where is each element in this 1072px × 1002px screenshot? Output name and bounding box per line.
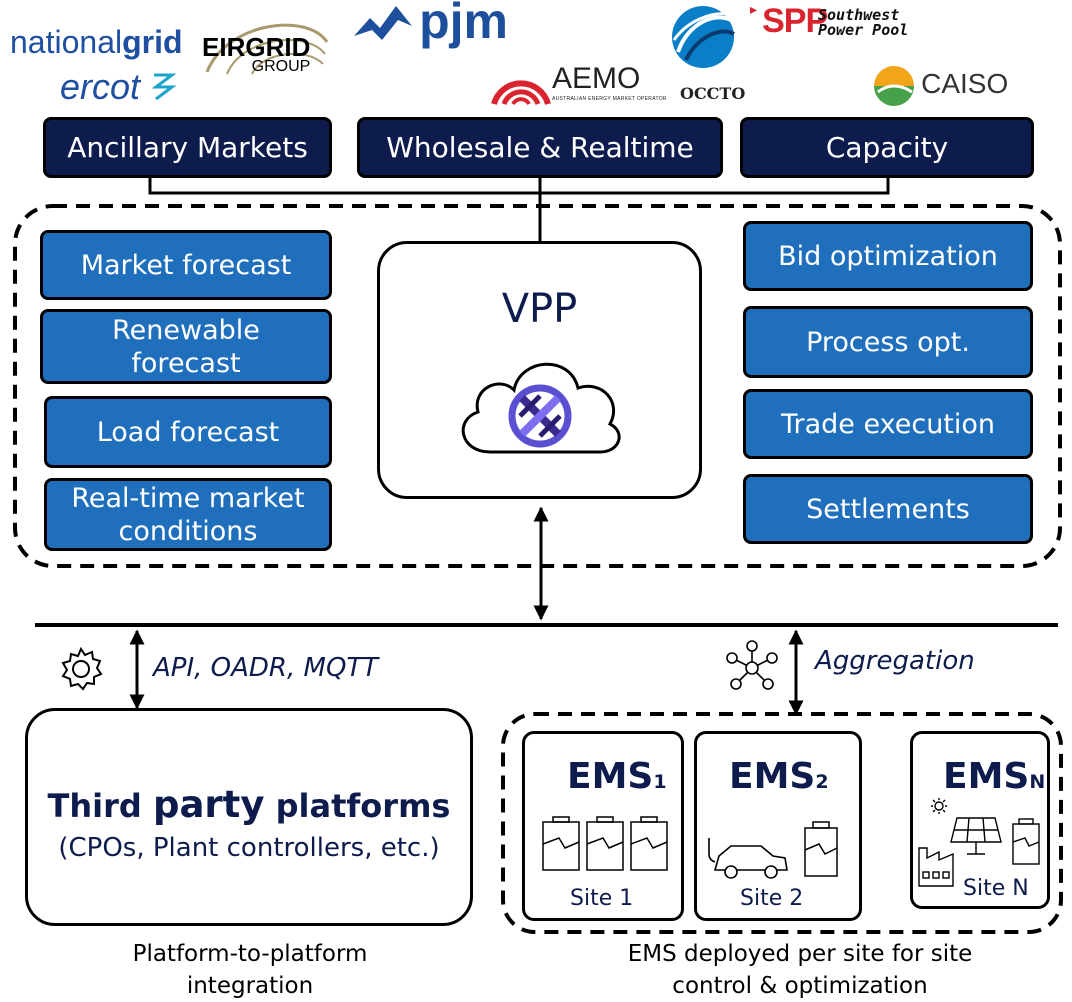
nationalgrid-logo: nationalgrid: [10, 24, 183, 60]
network-icon: [726, 640, 778, 690]
vpp-label: VPP: [501, 286, 578, 332]
occto-globe-icon: [672, 6, 736, 68]
box-bid-optimization: Bid optimization: [743, 221, 1033, 291]
pjm-logo: pjm: [352, 0, 508, 50]
third-party-title: Third party platforms: [47, 783, 451, 826]
box-settlements: Settlements: [743, 474, 1033, 544]
factory-icon: [918, 847, 954, 887]
eirgrid-logo: EIRGRID GROUP: [202, 23, 329, 75]
ems-box-1: EMS1 Site 1: [522, 731, 684, 921]
gear-icon: [61, 646, 103, 691]
market-box-wholesale: Wholesale & Realtime: [357, 117, 723, 178]
box-process-opt: Process opt.: [743, 306, 1033, 378]
eirgrid-arc-icon: [205, 23, 329, 75]
occto-logo: OCCTO: [668, 2, 745, 103]
vpp-brand-icon: [508, 384, 572, 448]
solar-panel-icon: [918, 798, 1040, 887]
ercot-bolt-icon: [151, 73, 177, 101]
ems-2-site: Site 2: [740, 886, 804, 911]
pjm-mark-icon: [354, 6, 412, 40]
car-icon: [708, 838, 788, 879]
caiso-sun-icon: [874, 66, 914, 106]
box-realtime-conditions: Real-time market conditions: [44, 478, 332, 551]
aemo-mark-icon: [491, 80, 551, 106]
spp-logo: ▸ SPP Southwest Power Pool: [750, 2, 909, 40]
market-box-ancillary: Ancillary Markets: [43, 117, 332, 178]
ems-1-title: EMS1: [567, 756, 667, 797]
aggregation-label: Aggregation: [815, 646, 975, 676]
market-bus: [148, 176, 890, 195]
ems-n-site: Site N: [963, 876, 1029, 901]
vpp-box: VPP: [377, 241, 702, 499]
ems-n-title: EMSN: [943, 756, 1046, 797]
ems-box-n: EMSN Site N: [910, 731, 1050, 909]
box-market-forecast: Market forecast: [40, 230, 332, 300]
ems-1-site: Site 1: [570, 886, 634, 911]
ems-2-title: EMS2: [729, 756, 829, 797]
third-party-subtitle: (CPOs, Plant controllers, etc.): [58, 833, 440, 863]
box-load-forecast: Load forecast: [44, 396, 332, 468]
caption-left: Platform-to-platform integration: [132, 941, 368, 999]
ems-box-2: EMS2 Site 2: [694, 731, 862, 921]
vpp-region: [13, 204, 1062, 568]
ems-region: [501, 712, 1063, 934]
cloud-icon: [461, 362, 621, 454]
caption-right: EMS deployed per site for site control &…: [627, 941, 973, 999]
market-box-capacity: Capacity: [740, 117, 1034, 178]
box-renewable-forecast: Renewable forecast: [40, 309, 332, 384]
third-party-box: Third party platforms (CPOs, Plant contr…: [25, 708, 473, 926]
caiso-logo: CAISO: [872, 62, 1008, 106]
box-trade-execution: Trade execution: [743, 389, 1033, 459]
sun-icon: [931, 798, 947, 814]
ercot-logo: ercot: [60, 66, 177, 108]
api-label: API, OADR, MQTT: [153, 653, 379, 683]
battery-icon: [542, 816, 668, 871]
battery-icon: [804, 821, 838, 877]
